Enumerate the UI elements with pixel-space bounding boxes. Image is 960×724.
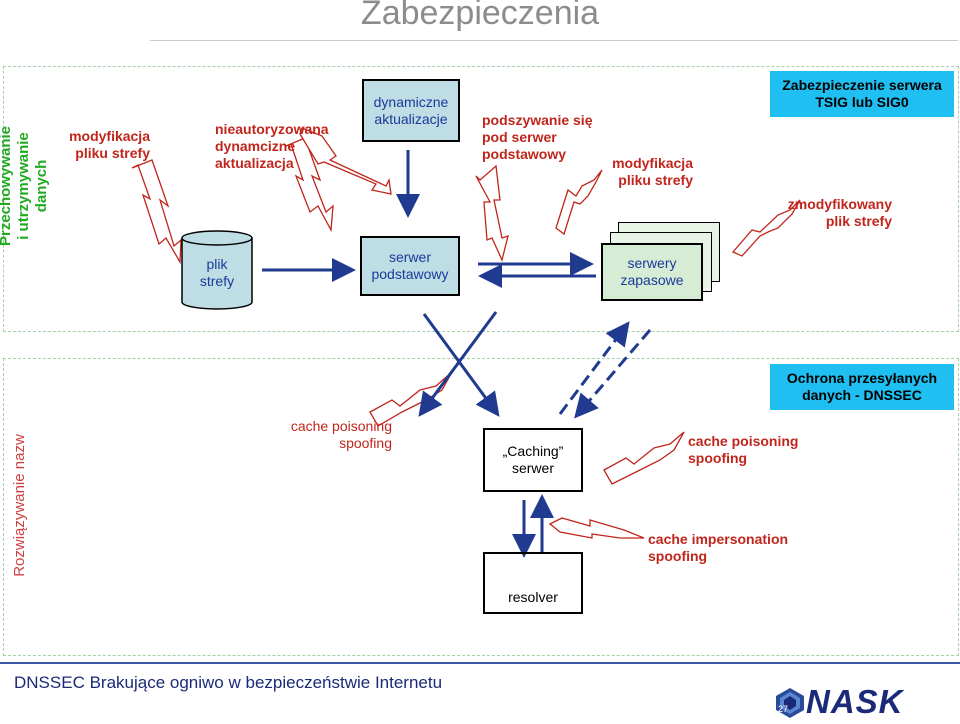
cylinder-icon xyxy=(181,230,253,310)
lightning-bolt-icon xyxy=(548,517,645,539)
threat-cache-poisoning-left: cache poisoning spoofing xyxy=(290,418,392,451)
lightning-bolt-icon xyxy=(603,431,685,485)
lightning-bolt-icon xyxy=(555,169,603,236)
secondary-servers-box: serwery zapasowe xyxy=(601,243,703,301)
threat-zone-modification: modyfikacja pliku strefy xyxy=(69,128,150,161)
dnssec-protection-box: Ochrona przesyłanych danych - DNSSEC xyxy=(770,364,954,410)
threat-modified-zone-file: zmodyfikowany plik strefy xyxy=(787,196,892,229)
threat-cache-impersonation: cache impersonation spoofing xyxy=(648,531,789,564)
nask-logo-text: NASK xyxy=(806,683,904,720)
nask-logo-icon xyxy=(776,688,804,718)
caching-server-box: „Caching” serwer xyxy=(483,428,583,492)
threat-cache-poisoning-right: cache poisoning spoofing xyxy=(688,433,799,466)
lightning-bolt-icon xyxy=(299,127,392,195)
zone-file-label: plik strefy xyxy=(199,256,235,289)
dashed-arrow-icon xyxy=(558,321,630,415)
resolver-box: resolver xyxy=(483,552,583,614)
lightning-bolt-icon xyxy=(731,199,801,257)
lightning-bolt-icon xyxy=(131,159,182,265)
primary-server-box: serwer podstawowy xyxy=(360,236,460,296)
lightning-bolt-icon xyxy=(369,371,453,427)
threat-primary-impersonation: podszywanie się pod serwer podstawowy xyxy=(482,112,593,162)
dynamic-updates-box: dynamiczne aktualizacje xyxy=(362,79,460,142)
footer-divider xyxy=(0,662,960,664)
server-protection-box: Zabezpieczenie serwera TSIG lub SIG0 xyxy=(770,71,954,117)
lightning-bolt-icon xyxy=(475,164,509,262)
resolution-panel xyxy=(3,358,959,656)
page-number: 27 xyxy=(778,704,789,714)
threat-secondary-zone-modification: modyfikacja pliku strefy xyxy=(612,155,693,188)
page-title: Zabezpieczenia xyxy=(360,0,600,32)
title-divider xyxy=(150,40,958,41)
arrow-icon xyxy=(418,311,498,417)
threat-unauthorized-update: nieautoryzowana dynamcizne aktualizacja xyxy=(215,121,329,171)
dashed-arrow-icon xyxy=(574,329,652,419)
footer-text: DNSSEC Brakujące ogniwo w bezpieczeństwi… xyxy=(14,673,443,692)
lightning-bolt-icon xyxy=(285,137,334,233)
